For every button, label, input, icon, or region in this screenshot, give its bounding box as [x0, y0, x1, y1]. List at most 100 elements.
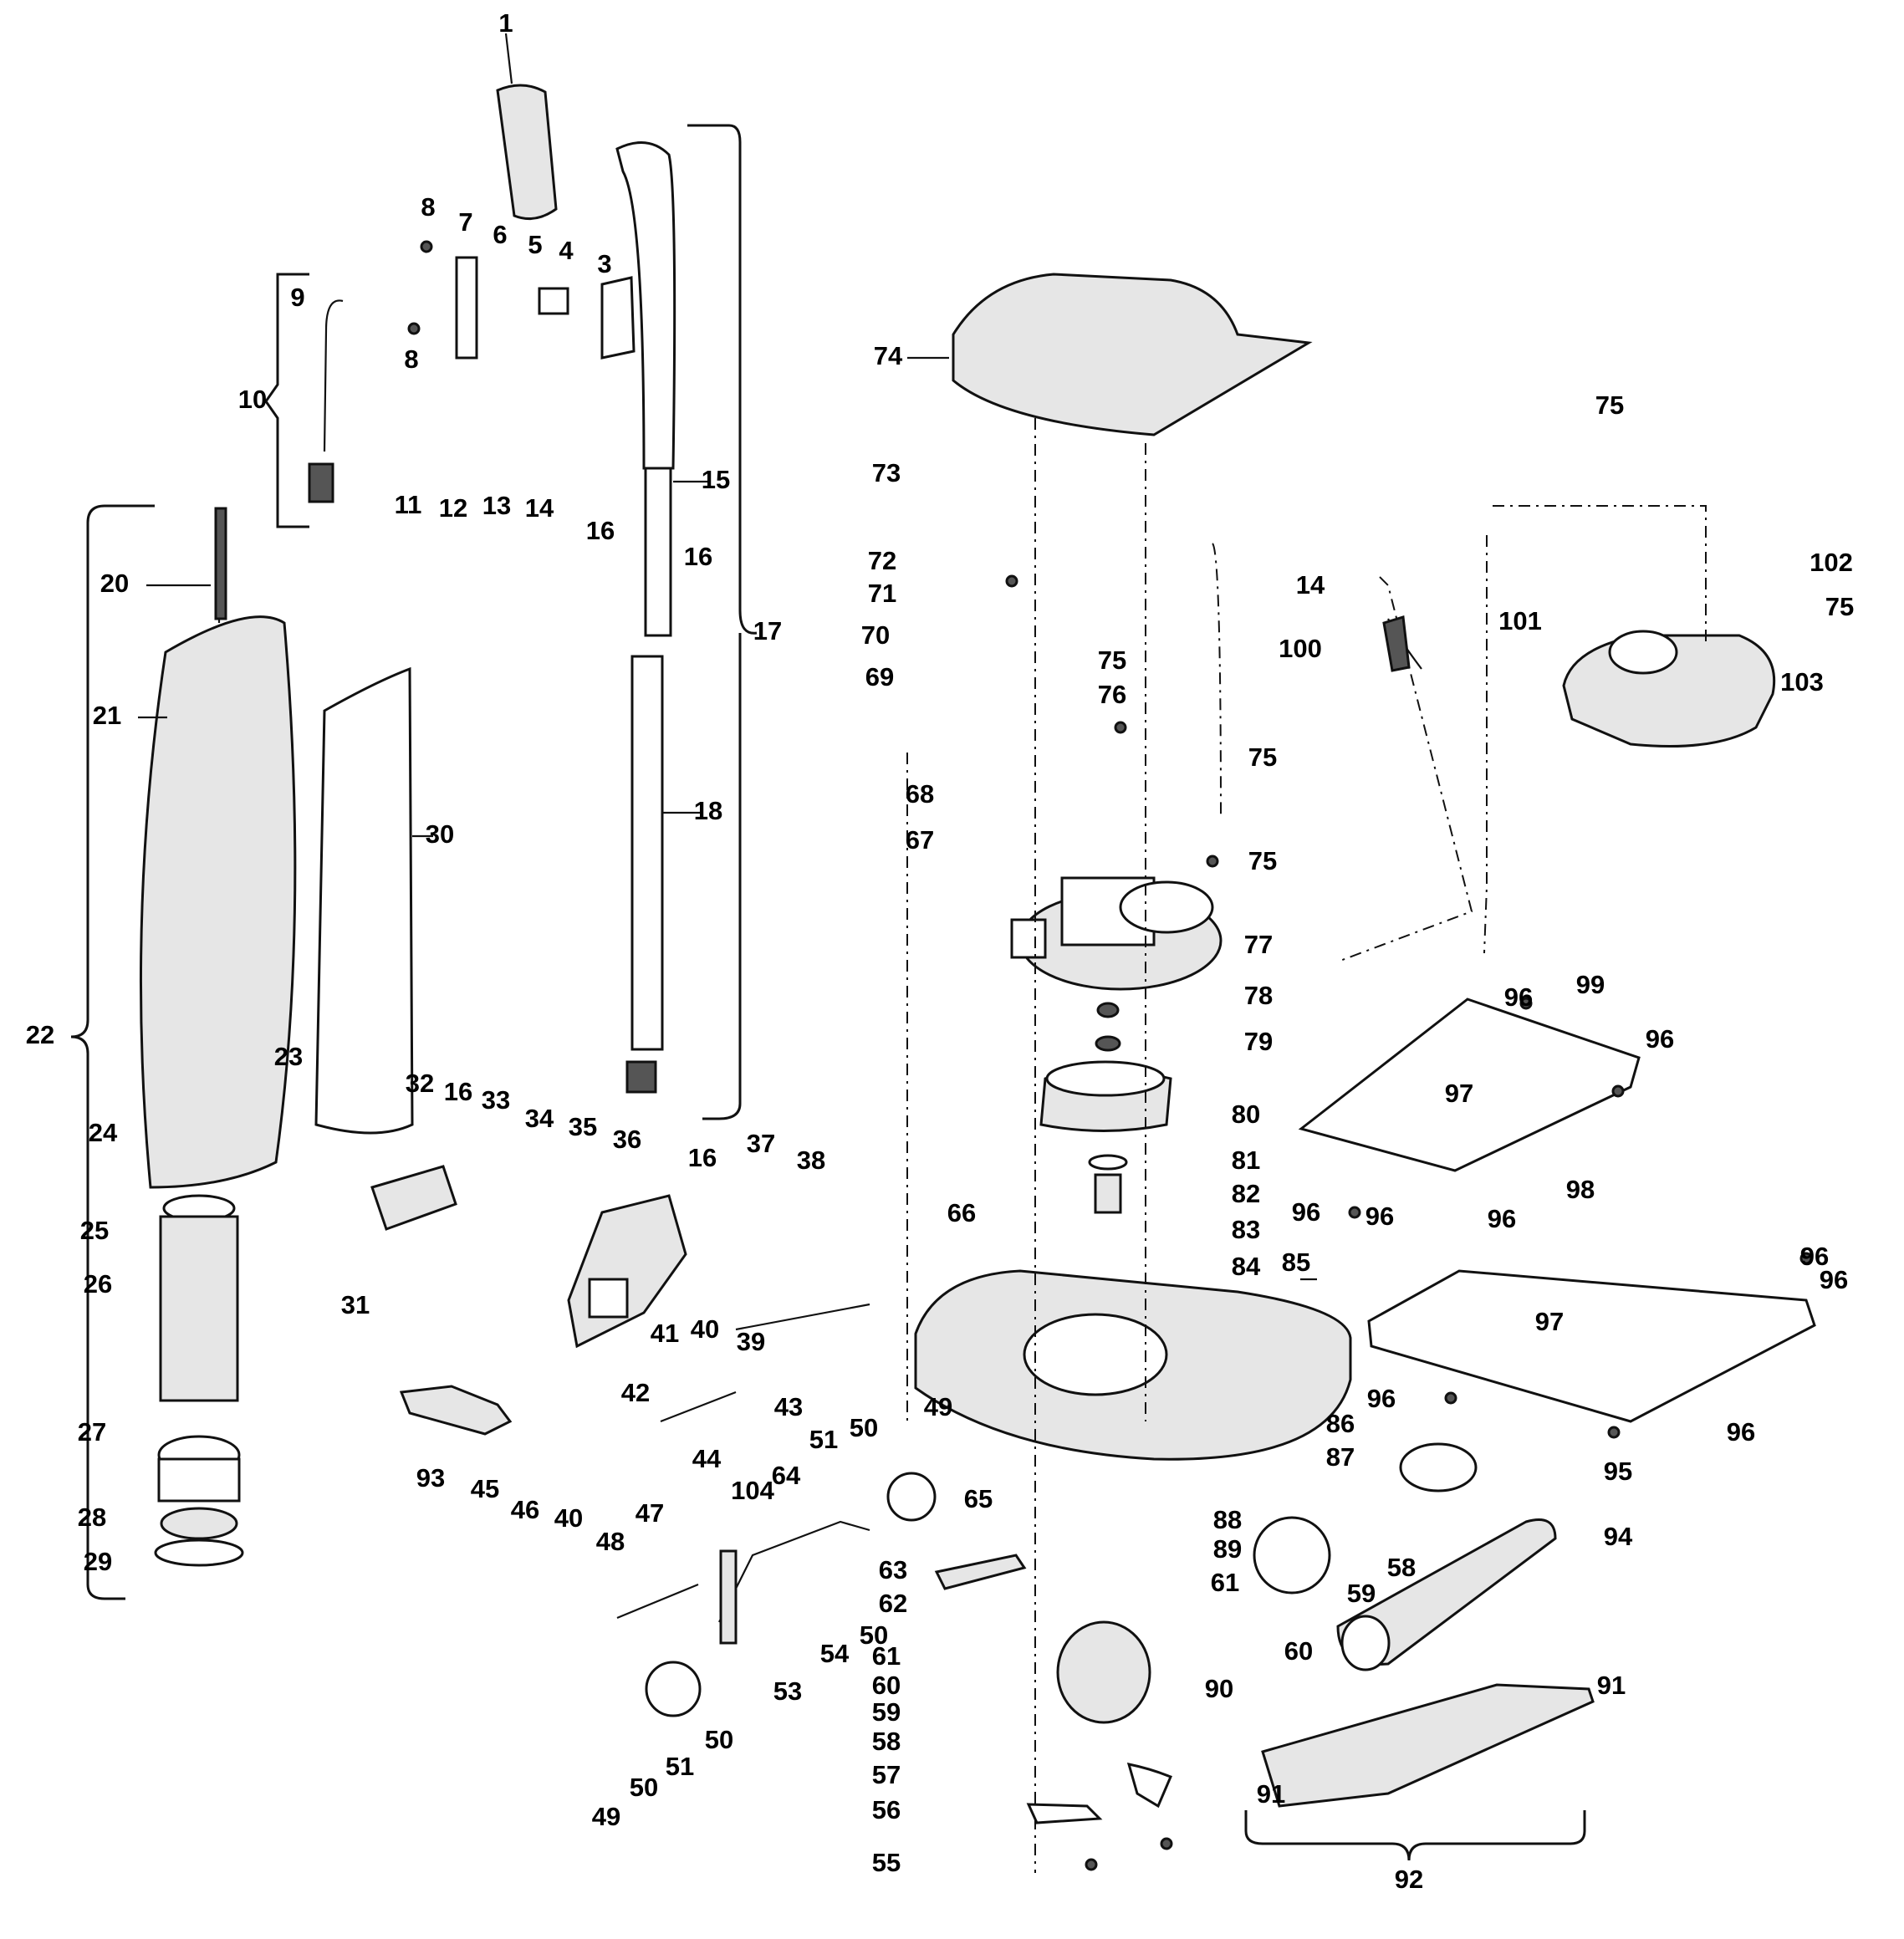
- bracket-17: [687, 124, 758, 1120]
- callout-5: 5: [528, 230, 542, 259]
- callout-26: 26: [84, 1269, 112, 1299]
- callout-40: 40: [554, 1503, 583, 1533]
- fan: [1039, 1060, 1172, 1132]
- callout-25: 25: [80, 1216, 109, 1245]
- callout-91: 91: [1597, 1671, 1626, 1700]
- callout-7: 7: [458, 207, 472, 237]
- callout-15: 15: [702, 465, 730, 494]
- callout-37: 37: [747, 1129, 775, 1158]
- callout-96: 96: [1504, 982, 1533, 1012]
- callout-27: 27: [78, 1417, 106, 1447]
- callout-96: 96: [1367, 1384, 1396, 1413]
- bracket-92: [1244, 1810, 1586, 1861]
- callout-47: 47: [636, 1498, 664, 1528]
- callout-58: 58: [872, 1727, 901, 1756]
- wheels: [645, 1472, 1331, 1724]
- cord-switch-assembly: [264, 256, 636, 528]
- pedal: [399, 1385, 513, 1436]
- callout-65: 65: [964, 1484, 993, 1513]
- callout-88: 88: [1213, 1505, 1242, 1534]
- callout-4: 4: [559, 236, 574, 265]
- callout-16: 16: [688, 1143, 717, 1172]
- callout-79: 79: [1244, 1027, 1273, 1056]
- bag-clip: [370, 1165, 457, 1231]
- callout-91: 91: [1257, 1779, 1285, 1809]
- callout-68: 68: [906, 779, 934, 809]
- callout-8: 8: [421, 192, 435, 222]
- callout-97: 97: [1445, 1079, 1473, 1108]
- callout-32: 32: [406, 1069, 434, 1098]
- callout-59: 59: [872, 1697, 901, 1727]
- callout-49: 49: [592, 1802, 620, 1831]
- drive-belt: [1399, 1442, 1478, 1493]
- callout-38: 38: [797, 1146, 825, 1175]
- callout-103: 103: [1780, 667, 1824, 697]
- callout-36: 36: [613, 1125, 641, 1154]
- callout-100: 100: [1279, 634, 1322, 663]
- callout-22: 22: [26, 1020, 54, 1049]
- callout-80: 80: [1232, 1100, 1260, 1129]
- callout-101: 101: [1498, 606, 1542, 635]
- callout-50: 50: [860, 1620, 888, 1650]
- lever-plate: [934, 1554, 1027, 1590]
- callout-39: 39: [737, 1327, 765, 1356]
- callout-62: 62: [879, 1589, 907, 1618]
- callout-96: 96: [1488, 1204, 1516, 1233]
- callout-45: 45: [471, 1474, 499, 1503]
- callout-49: 49: [924, 1392, 952, 1421]
- brush-roll: [1336, 1518, 1557, 1671]
- motor-assembly: [1010, 876, 1223, 991]
- callout-16: 16: [444, 1077, 472, 1106]
- callout-51: 51: [809, 1425, 838, 1454]
- callout-95: 95: [1604, 1457, 1632, 1486]
- callout-60: 60: [1284, 1636, 1313, 1666]
- callout-41: 41: [651, 1319, 679, 1348]
- callout-9: 9: [290, 283, 304, 312]
- cord-wrap: [1382, 615, 1422, 672]
- callout-104: 104: [731, 1476, 774, 1505]
- callout-16: 16: [684, 542, 712, 571]
- callout-42: 42: [621, 1378, 650, 1407]
- bottom-brackets: [1026, 1763, 1172, 1824]
- callout-64: 64: [772, 1461, 801, 1490]
- callout-11: 11: [395, 490, 422, 519]
- callout-84: 84: [1232, 1252, 1261, 1281]
- callout-14: 14: [525, 493, 554, 523]
- wheel-lever: [718, 1520, 870, 1645]
- callout-96: 96: [1820, 1265, 1848, 1294]
- callout-51: 51: [666, 1752, 694, 1781]
- callout-96: 96: [1292, 1197, 1320, 1227]
- callout-35: 35: [569, 1112, 597, 1141]
- callout-29: 29: [84, 1547, 112, 1576]
- bracket-22: [70, 504, 155, 1600]
- callout-86: 86: [1326, 1409, 1355, 1438]
- callout-98: 98: [1566, 1175, 1595, 1204]
- handle-bracket: [567, 1194, 687, 1349]
- callout-73: 73: [872, 458, 901, 487]
- bottom-side-plate: [1367, 1269, 1816, 1423]
- callout-8: 8: [404, 344, 418, 374]
- callout-53: 53: [773, 1676, 802, 1706]
- cord-outline-right: [1337, 505, 1707, 962]
- callout-21: 21: [93, 701, 121, 730]
- alt-motor-assembly: [1562, 630, 1776, 748]
- callout-70: 70: [861, 620, 890, 650]
- callout-28: 28: [78, 1503, 106, 1532]
- upper-handle-tube: [615, 140, 709, 637]
- base-outline-guide: [906, 543, 1222, 1421]
- callout-72: 72: [868, 546, 896, 575]
- callout-96: 96: [1646, 1024, 1674, 1054]
- lower-handle-tube: [625, 655, 701, 1094]
- callout-24: 24: [89, 1118, 118, 1147]
- callout-94: 94: [1604, 1522, 1633, 1551]
- callout-87: 87: [1326, 1442, 1355, 1472]
- callout-97: 97: [1535, 1307, 1564, 1336]
- callout-13: 13: [482, 491, 511, 520]
- callout-50: 50: [705, 1725, 733, 1754]
- callout-66: 66: [947, 1198, 976, 1227]
- callout-76: 76: [1098, 680, 1126, 709]
- callout-18: 18: [694, 796, 722, 825]
- callout-71: 71: [868, 579, 896, 608]
- callout-10: 10: [238, 385, 267, 414]
- callout-20: 20: [100, 569, 129, 598]
